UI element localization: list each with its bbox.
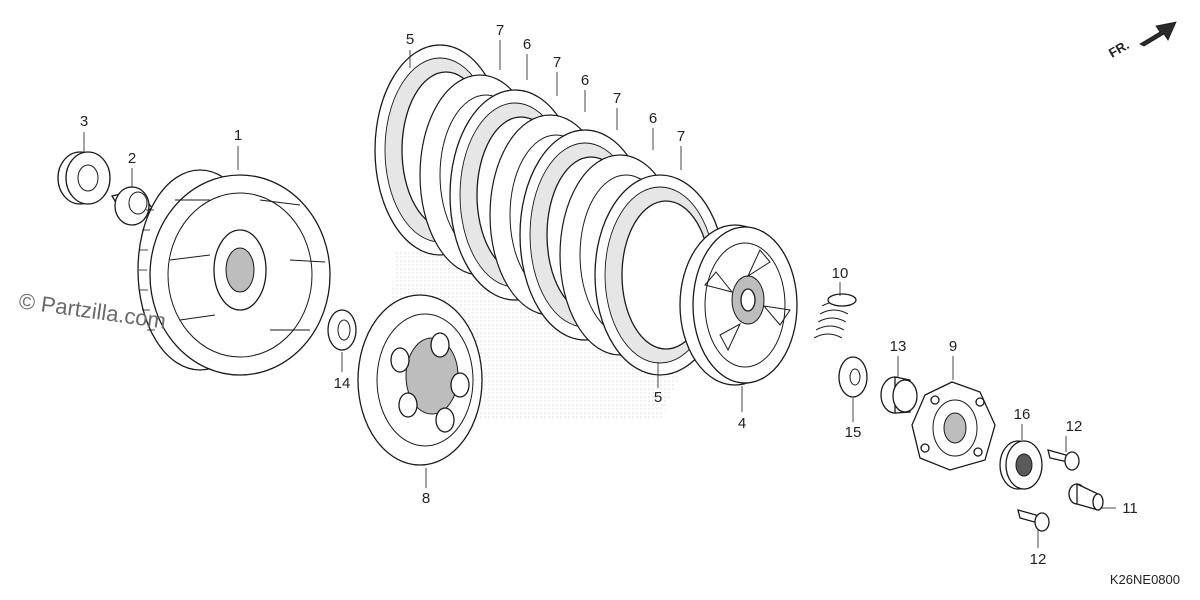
part-2-collar [110, 186, 153, 226]
leader-lines [83, 40, 1116, 548]
callout-3: 3 [80, 113, 88, 130]
part-11-lifter-rod [1068, 482, 1104, 511]
callout-12-lower: 12 [1030, 551, 1047, 568]
callout-9: 9 [949, 338, 957, 355]
part-12-bolt-lower [1017, 509, 1050, 532]
fr-label: FR. [1106, 37, 1132, 60]
callout-6-a: 6 [523, 36, 531, 53]
part-1-clutch-outer [137, 169, 331, 376]
callout-7-c: 7 [613, 90, 621, 107]
part-14-thrust-washer [327, 309, 357, 351]
part-13-collar [880, 376, 918, 414]
callout-16: 16 [1014, 406, 1031, 423]
callout-6-c: 6 [649, 110, 657, 127]
callout-13: 13 [890, 338, 907, 355]
part-8-pressure-plate [357, 294, 483, 466]
part-3-bearing [57, 151, 111, 205]
callout-15: 15 [845, 424, 862, 441]
callout-5-bottom: 5 [654, 389, 662, 406]
part-4-clutch-center [679, 224, 798, 386]
part-10-clutch-spring [813, 293, 857, 339]
callout-2: 2 [128, 150, 136, 167]
callout-7-a: 7 [496, 22, 504, 39]
diagram-code: K26NE0800 [1110, 572, 1180, 587]
part-15-washer [838, 356, 868, 398]
callout-numbers: 1 2 3 4 5 5 6 6 6 7 7 7 7 8 9 10 11 12 1… [80, 22, 1138, 568]
callout-8: 8 [422, 490, 430, 507]
part-12-bolt-upper [1047, 449, 1080, 471]
callout-12-upper: 12 [1066, 418, 1083, 435]
part-16-lifter-bearing [999, 440, 1043, 490]
callout-14: 14 [334, 375, 351, 392]
callout-7-d: 7 [677, 128, 685, 145]
callout-5-top: 5 [406, 31, 414, 48]
callout-6-b: 6 [581, 72, 589, 89]
callout-1: 1 [234, 127, 242, 144]
front-direction-arrow-icon [1139, 21, 1177, 47]
front-direction-marker: FR. [1106, 21, 1177, 61]
callout-7-b: 7 [553, 54, 561, 71]
callout-10: 10 [832, 265, 849, 282]
part-9-lifter-plate [911, 381, 996, 471]
callout-4: 4 [738, 415, 746, 432]
callout-11: 11 [1122, 500, 1138, 517]
